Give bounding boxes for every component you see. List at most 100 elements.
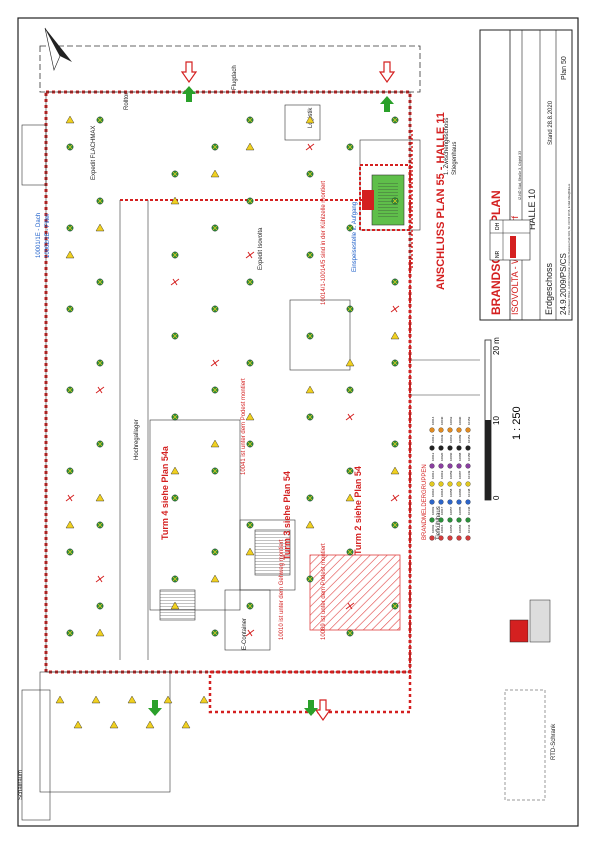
legend-swatch <box>465 517 471 523</box>
warning-sign-icon <box>109 720 119 729</box>
area-label: 10009 ist unter dem Podest montiert <box>321 543 327 640</box>
address: IZ-NÖ Süd, Straße 3, Objekt 33 <box>518 151 522 200</box>
legend-code: 10057 <box>449 506 453 515</box>
legend-code: 10150 <box>467 452 471 461</box>
legend-swatch <box>429 481 435 487</box>
smoke-detector-icon <box>171 170 179 178</box>
warning-sign-icon <box>95 223 105 232</box>
legend-swatch <box>429 463 435 469</box>
entry-arrow-icons <box>148 61 396 722</box>
legend-swatch <box>438 481 444 487</box>
smoke-detector-icon <box>246 440 254 448</box>
area-label: Stiegenhaus <box>452 142 458 175</box>
legend-swatch <box>447 427 453 433</box>
legend-swatch <box>438 499 444 505</box>
smoke-detector-icon <box>246 359 254 367</box>
sheet-frame <box>17 17 579 827</box>
smoke-detector-icon <box>66 143 74 151</box>
smoke-detector-icon <box>66 548 74 556</box>
warning-sign-icon <box>345 358 355 367</box>
legend-code: 10039 <box>440 434 444 443</box>
smoke-detector-icon <box>246 602 254 610</box>
warning-sign-icon <box>305 115 315 124</box>
legend-code: 10002 <box>431 524 435 533</box>
smoke-detector-icon <box>306 575 314 583</box>
area-label: 10001/1E - Dach <box>36 213 42 258</box>
plan-number: Plan 50 <box>561 56 568 80</box>
smoke-detector-icon <box>346 629 354 637</box>
company-name: ISOVOLTA - Wr. Neudorf <box>510 215 520 315</box>
smoke-detector-icon <box>211 548 219 556</box>
sprinkler-icon <box>245 251 255 259</box>
stair-block <box>254 529 291 576</box>
sprinkler-icon <box>95 575 105 583</box>
smoke-detector-icon <box>171 251 179 259</box>
nr-header: NR <box>495 250 501 258</box>
sprinkler-icon <box>245 629 255 637</box>
smoke-detector-icon <box>66 467 74 475</box>
warning-sign-icon <box>95 628 105 637</box>
warning-sign-icon <box>305 385 315 394</box>
area-label: E-Container <box>242 618 248 650</box>
area-label: 10041 ist unter dem Podest montiert <box>241 378 247 475</box>
legend-swatch <box>438 463 444 469</box>
legend-swatch <box>429 535 435 541</box>
area-label: Rolltor <box>124 93 130 110</box>
warning-sign-icon <box>65 250 75 259</box>
warning-sign-icon <box>245 142 255 151</box>
smoke-detector-icon <box>246 521 254 529</box>
legend-swatch <box>456 481 462 487</box>
annex-label: ANSCHLUSS PLAN 55 - HALLE 11 <box>435 112 447 290</box>
legend-code: 10013 <box>431 434 435 443</box>
building-name: HALLE 10 <box>527 189 537 230</box>
legend-swatch <box>438 535 444 541</box>
legend-swatch <box>447 463 453 469</box>
smoke-detector-icon <box>96 440 104 448</box>
legend-swatch <box>447 481 453 487</box>
warning-sign-icon <box>245 547 255 556</box>
legend-swatch <box>447 517 453 523</box>
warning-sign-icon <box>65 115 75 124</box>
area-label: Schallraum <box>18 770 24 800</box>
smoke-detector-icon <box>211 224 219 232</box>
smoke-detector-icon <box>391 116 399 124</box>
legend-swatch <box>456 535 462 541</box>
smoke-detector-icon <box>66 629 74 637</box>
smoke-detector-icon <box>211 143 219 151</box>
warning-sign-icon <box>170 601 180 610</box>
smoke-detector-icon <box>171 413 179 421</box>
scale-bar: 0 10 20 m 1 : 250 <box>484 337 523 501</box>
warning-sign-icon <box>163 695 173 704</box>
legend-swatch <box>447 445 453 451</box>
legend-swatch <box>456 445 462 451</box>
warning-sign-icon <box>73 720 83 729</box>
legend-swatch <box>465 481 471 487</box>
legend-code: 10056 <box>449 524 453 533</box>
legend-code: 10058 <box>449 488 453 497</box>
smoke-detector-icon <box>391 440 399 448</box>
area-label: Expedit Isovolta <box>258 227 264 270</box>
warning-sign-icon <box>170 196 180 205</box>
author: Planverfasser: BFEA - A-2020 Schwechat, … <box>567 184 571 315</box>
smoke-detector-icon <box>246 278 254 286</box>
sprinkler-icon <box>210 359 220 367</box>
legend-swatch <box>465 427 471 433</box>
smoke-detector-icon <box>391 602 399 610</box>
north-arrow-icon <box>44 27 72 71</box>
legend-code: 10040 <box>440 416 444 425</box>
legend-swatch <box>438 445 444 451</box>
smoke-detector-icon <box>306 413 314 421</box>
smoke-detector-icon <box>346 143 354 151</box>
sprinkler-icon <box>345 413 355 421</box>
legend-code: 10062 <box>449 416 453 425</box>
sprinkler-icon <box>390 494 400 502</box>
tower-label: Turm 2 siehe Plan 54 <box>353 466 363 555</box>
building-outline <box>39 45 421 793</box>
legend-code: 10018 <box>440 488 444 497</box>
legend-swatch <box>465 445 471 451</box>
legend-code: 10151 <box>467 434 471 443</box>
nr-table: NR DH <box>489 219 531 261</box>
legend-swatch <box>456 517 462 523</box>
legend-swatch <box>447 535 453 541</box>
